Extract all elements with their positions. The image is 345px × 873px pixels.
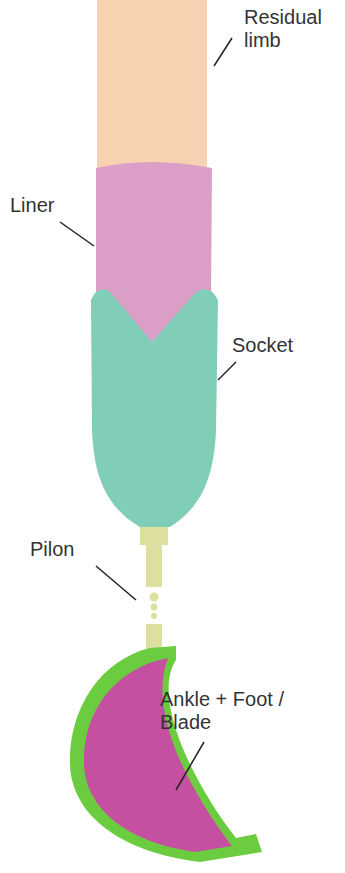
pilon-tube [146,545,162,587]
part-label: Liner [10,194,90,217]
part-label: Ankle + Foot / Blade [160,688,310,734]
socket-shape [91,289,218,527]
blade-inner [84,658,232,852]
pilon-dot [151,604,158,611]
part-label: Socket [232,334,332,357]
blade-outer [70,646,262,862]
pilon-adapter [140,527,168,545]
part-label: Pilon [30,538,110,561]
pilon-tube [146,624,162,650]
leader-line [176,742,204,790]
pilon-dot [151,613,157,619]
pilon-dot [150,593,159,602]
leader-line [96,566,136,600]
leader-line [60,222,94,246]
leader-line [218,362,236,380]
leader-line [214,38,232,66]
part-label: Residual limb [244,6,340,52]
